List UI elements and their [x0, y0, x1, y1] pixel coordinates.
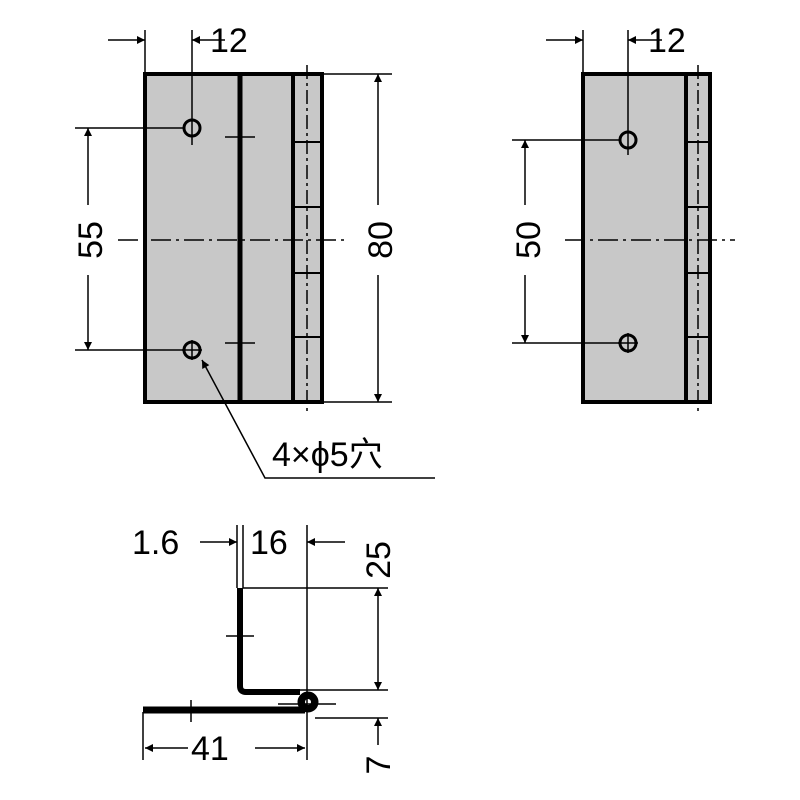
hole-leader: [201, 359, 435, 479]
dim-thickness: 1.6: [132, 524, 179, 562]
dim-height: 80: [362, 221, 400, 259]
hinge-plate: [581, 72, 712, 404]
dim-width-upper: 16: [250, 524, 288, 562]
dim-height-upper: 25: [360, 541, 398, 579]
side-view: [142, 525, 388, 760]
hole-note: 4×ϕ5穴: [272, 436, 383, 474]
mounting-hole: [182, 340, 202, 360]
right-view: [512, 30, 735, 412]
dim-hole-pitch-right: 50: [510, 221, 548, 259]
dim-hole-offset: 12: [210, 22, 248, 60]
dim-hole-offset-right: 12: [648, 22, 686, 60]
knuckle-segments: [293, 141, 322, 338]
upper-leaf: [237, 588, 300, 695]
hinge-plate: [143, 72, 324, 404]
dim-width-lower: 41: [191, 730, 229, 768]
dim-knuckle: 7: [360, 756, 398, 775]
dim-hole-pitch: 55: [72, 221, 110, 259]
front-view: [75, 30, 435, 479]
